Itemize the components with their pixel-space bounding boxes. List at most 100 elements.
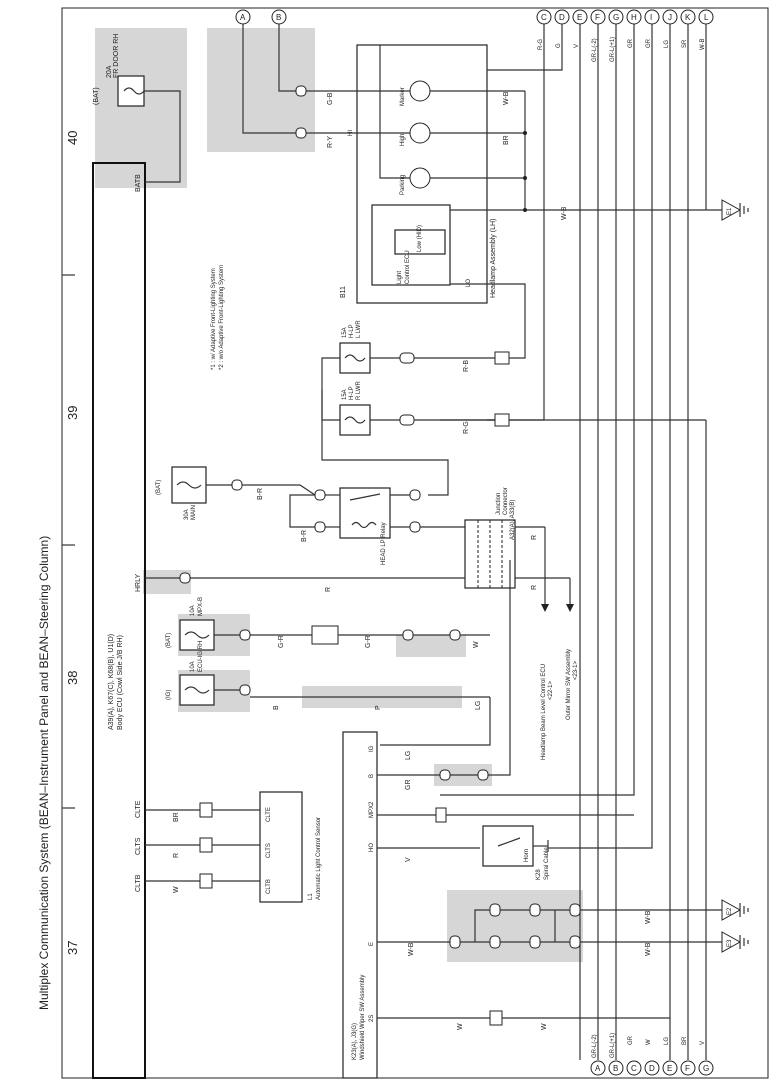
wire-rg: R-G	[463, 421, 470, 434]
headlamp-code: B11	[340, 286, 347, 298]
wiper-pin-2s: 2S	[369, 1015, 375, 1022]
fuse-fr-door-name: FR DOOR RH	[113, 34, 120, 78]
top-term-f: F	[595, 13, 600, 22]
ground-e1-top	[721, 199, 742, 221]
head-lp-relay	[339, 487, 391, 539]
wiper-pin-mpx2: MPX2	[369, 801, 375, 818]
light-sensor	[259, 791, 303, 903]
top-wire-i: GR	[646, 38, 652, 48]
wire-wb-4: W-B	[645, 910, 652, 924]
bottom-wire-c: GR	[628, 1035, 634, 1045]
wire-r-sensor: R	[173, 853, 180, 858]
ecu-pin-clte: CLTE	[135, 800, 142, 818]
fuse-mpx-name: MPX-B	[198, 597, 204, 616]
wiper-sw-title: Windshield Wiper SW Assembly	[360, 975, 366, 1060]
wire-rb: R-B	[463, 360, 470, 372]
fuse-main-rating: 30A	[184, 509, 190, 520]
marker-bulb	[409, 80, 431, 102]
wire-br-relay: B-R	[301, 530, 308, 542]
top-term-c: C	[541, 13, 547, 22]
wire-w-sensor: W	[173, 886, 180, 893]
ref-mirror-page: <23-1>	[573, 660, 579, 680]
wire-ry: R-Y	[327, 136, 334, 148]
wire-wb-5: W-B	[645, 942, 652, 956]
wire-r-2: R	[531, 585, 538, 590]
bottom-term-g: G	[703, 1064, 709, 1073]
bottom-terminal-row: A B C D E F G	[590, 1060, 714, 1076]
bottom-term-d: D	[649, 1064, 655, 1073]
wiper-pin-b: B	[369, 774, 375, 778]
ground-e3-label: E3	[727, 939, 733, 947]
top-wire-l: W-B	[700, 38, 706, 50]
page-number: 38	[65, 671, 80, 685]
high-bulb	[409, 122, 431, 144]
wire-br-main: B-R	[257, 488, 264, 500]
wire-br-1: BR	[503, 135, 510, 145]
fuse-main-source: (BAT)	[156, 480, 162, 495]
top-wire-e: V	[574, 44, 580, 48]
fuse-hlp-r-side: R LWR	[356, 380, 362, 400]
bottom-wire-g: V	[700, 1041, 706, 1045]
top-term-h: H	[631, 13, 637, 22]
shade-k28-block	[447, 890, 583, 962]
bottom-term-b: B	[613, 1064, 618, 1073]
wire-w-mpx: W	[473, 641, 480, 648]
page-number: 39	[65, 406, 80, 420]
part-marker: Marker	[400, 87, 406, 106]
wire-w-2s-1: W	[457, 1023, 464, 1030]
ecu-pin-hrly: HRLY	[135, 574, 142, 592]
ground-e2-label: E2	[727, 907, 733, 915]
sensor-title: Automatic Light Control Sensor	[316, 817, 322, 900]
top-term-k: K	[685, 13, 691, 22]
wire-wb-2: W-B	[561, 206, 568, 220]
bottom-wire-d: W	[646, 1039, 652, 1045]
top-term-l: L	[704, 13, 709, 22]
ref-mirror: Outer Mirror SW Assembly	[566, 649, 572, 720]
horn-label: Horn	[524, 849, 530, 862]
junction-code: A32(A), A33(B)	[510, 500, 516, 540]
wire-v: V	[405, 857, 412, 862]
shade-conn-1	[396, 635, 466, 657]
bottom-wire-f: BR	[682, 1036, 688, 1045]
relay-label: HEAD LP Relay	[381, 522, 387, 565]
ref-leveling-page: <22-1>	[548, 680, 554, 700]
top-term-e: E	[577, 13, 582, 22]
bottom-wire-e: LG	[664, 1037, 670, 1045]
fuse-hlp-r-rating: 15A	[342, 389, 348, 400]
fuse-ecu-source: (IG)	[166, 690, 172, 700]
part-parking: Parking	[400, 175, 406, 195]
junction-sub: Junction	[496, 493, 502, 515]
fuse-fr-door-rating: 20A	[106, 65, 113, 78]
fuse-mpx-source: (BAT)	[166, 633, 172, 648]
body-ecu-subtitle: Body ECU (Cowl Side J/B RH)	[117, 635, 124, 730]
top-wire-f: GR-L(-2)	[592, 38, 598, 62]
page-frame	[61, 7, 769, 1079]
wire-w-2s-2: W	[541, 1023, 548, 1030]
fuse-fr-door	[117, 75, 145, 107]
pin-hi: HI	[348, 130, 354, 136]
fuse-ecu-rating: 10A	[190, 661, 196, 672]
body-ecu-title: A39(A), K67(C), K68(B), U1(D)	[108, 634, 115, 730]
fuse-hlp-l-name: H-LP	[349, 324, 355, 338]
hid-label: Low (HID)	[417, 225, 423, 252]
top-wire-d: G	[556, 43, 562, 48]
top-term-i: I	[650, 13, 652, 22]
bottom-term-f: F	[685, 1064, 690, 1073]
wiper-pin-e: E	[369, 942, 375, 946]
fuse-fr-door-source: (BAT)	[93, 87, 100, 105]
sensor-code: L1	[308, 893, 314, 900]
wire-br-sensor: BR	[173, 812, 180, 822]
wire-gb: G-B	[327, 92, 334, 105]
wire-r-1: R	[531, 535, 538, 540]
top-term-g: G	[613, 13, 619, 22]
ref-leveling: Headlamp Beam Level Control ECU	[541, 664, 547, 760]
bottom-wire-b: GR-L(+1)	[610, 1033, 616, 1058]
fuse-main-name: MAIN	[191, 505, 197, 520]
ecu-pin-clts: CLTS	[135, 837, 142, 855]
fuse-mpx-rating: 10A	[190, 605, 196, 616]
bottom-term-e: E	[667, 1064, 672, 1073]
ground-e3	[721, 931, 742, 953]
top-terminal-row: C D E F G H I J K L	[536, 9, 714, 25]
